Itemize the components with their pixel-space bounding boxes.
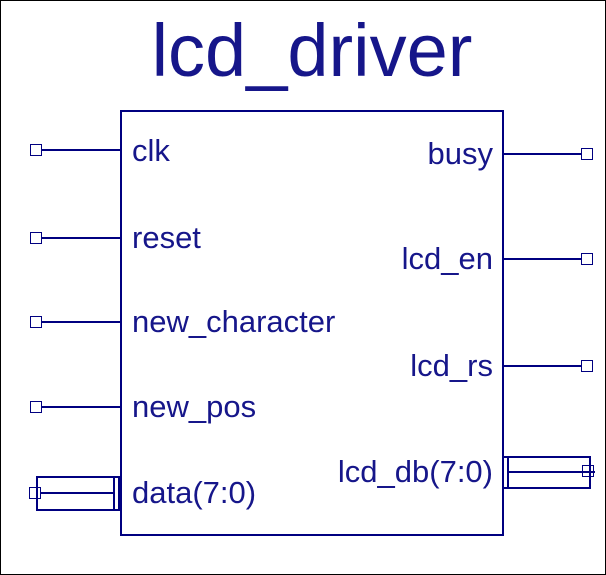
lcd-rs-pin-terminal[interactable]	[581, 360, 593, 372]
lcd-en-port-label: lcd_en	[401, 241, 493, 276]
data-pin-terminal[interactable]	[29, 487, 41, 499]
lcd-en-pin-terminal[interactable]	[581, 253, 593, 265]
data-bus-wire	[41, 492, 121, 494]
data-bus-cap	[113, 476, 120, 511]
busy-pin-terminal[interactable]	[581, 148, 593, 160]
clk-pin-wire	[42, 149, 121, 151]
busy-port-label: busy	[427, 136, 493, 171]
new-character-pin-wire	[42, 321, 121, 323]
new-character-pin-terminal[interactable]	[30, 316, 42, 328]
component-block-symbol[interactable]	[120, 110, 504, 536]
new-character-port-label: new_character	[132, 304, 336, 339]
new-pos-port-label: new_pos	[132, 389, 257, 424]
new-pos-pin-wire	[42, 406, 121, 408]
new-pos-pin-terminal[interactable]	[30, 401, 42, 413]
lcd-rs-pin-wire	[504, 365, 582, 367]
busy-pin-wire	[504, 153, 582, 155]
component-title: lcd_driver	[151, 9, 473, 92]
clk-pin-terminal[interactable]	[30, 144, 42, 156]
reset-pin-wire	[42, 237, 121, 239]
clk-port-label: clk	[132, 133, 170, 168]
lcd-db-port-label: lcd_db(7:0)	[337, 454, 493, 489]
lcd-rs-port-label: lcd_rs	[410, 348, 493, 383]
lcd-db-pin-terminal[interactable]	[582, 465, 594, 477]
lcd-db-bus-cap	[502, 456, 509, 489]
data-port-label: data(7:0)	[132, 475, 257, 510]
reset-pin-terminal[interactable]	[30, 232, 42, 244]
reset-port-label: reset	[132, 220, 201, 255]
lcd-en-pin-wire	[504, 258, 582, 260]
lcd-db-bus-wire	[504, 471, 595, 473]
